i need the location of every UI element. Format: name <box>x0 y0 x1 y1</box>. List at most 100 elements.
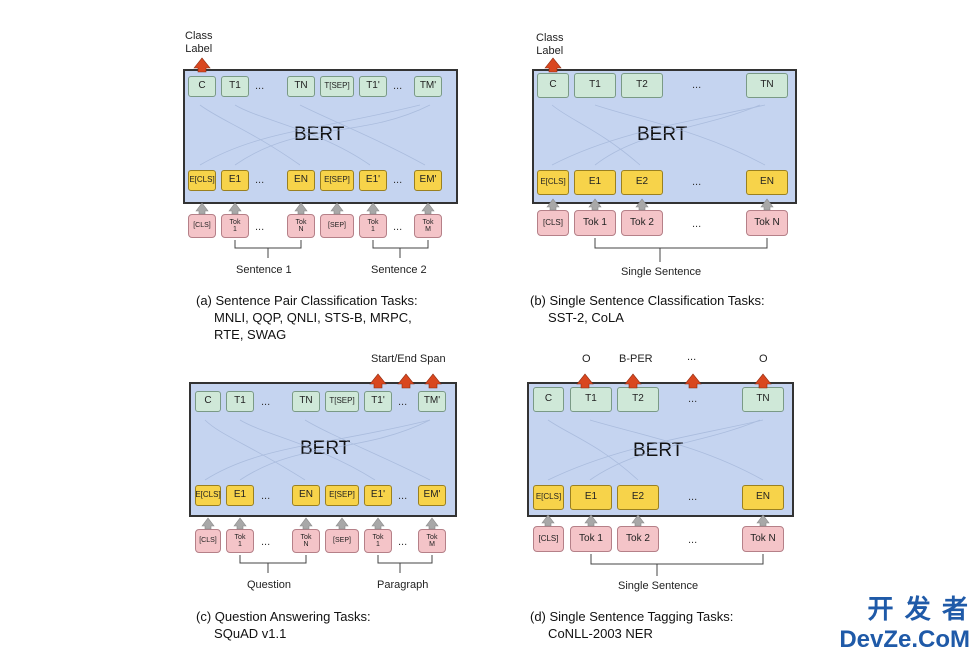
segment-label: Single Sentence <box>621 266 702 278</box>
output-t2: T2 <box>617 387 659 412</box>
input-arrows <box>195 198 774 530</box>
embedding-e2: E2 <box>617 485 659 510</box>
embedding-e1: E1 <box>574 170 616 195</box>
ellipsis: ... <box>398 490 408 502</box>
segment-brackets <box>234 238 768 576</box>
ellipsis: ... <box>255 221 265 233</box>
ellipsis: ... <box>261 490 271 502</box>
class-label: Class Label <box>185 30 213 55</box>
caption: (d) Single Sentence Tagging Tasks: CoNLL… <box>530 609 734 641</box>
caption: (a) Sentence Pair Classification Tasks: … <box>196 293 418 342</box>
token-sep: [SEP] <box>325 529 359 553</box>
embedding-cls: E[CLS] <box>195 485 221 506</box>
bert-label: BERT <box>637 124 688 145</box>
token: Tok N <box>292 529 320 553</box>
ellipsis: ... <box>255 80 265 92</box>
watermark-line-1: 开 发 者 <box>867 594 970 624</box>
embedding-e1-prime: E1' <box>364 485 392 506</box>
output-tn: TN <box>292 391 320 412</box>
ellipsis: ... <box>692 218 702 230</box>
embedding-sep: E[SEP] <box>320 170 354 191</box>
segment-label: Sentence 2 <box>371 264 427 276</box>
output-tm-prime: TM' <box>418 391 446 412</box>
output-t2: T2 <box>621 73 663 98</box>
embedding-cls: E[CLS] <box>188 170 216 191</box>
output-tsep: T[SEP] <box>320 76 354 97</box>
output-arrows <box>193 57 772 389</box>
tag-label: O <box>582 353 591 365</box>
embedding-en: EN <box>742 485 784 510</box>
embedding-cls: E[CLS] <box>537 170 569 195</box>
output-t1: T1 <box>226 391 254 412</box>
token: Tok 2 <box>621 210 663 236</box>
output-t1: T1 <box>221 76 249 97</box>
output-t1: T1 <box>574 73 616 98</box>
ellipsis: ... <box>398 396 408 408</box>
caption: (c) Question Answering Tasks: SQuAD v1.1 <box>196 609 371 641</box>
output-c: C <box>195 391 221 412</box>
ellipsis: ... <box>393 174 403 186</box>
embedding-em-prime: EM' <box>414 170 442 191</box>
token: Tok 1 <box>221 214 249 238</box>
ellipsis: ... <box>688 534 698 546</box>
output-tn: TN <box>287 76 315 97</box>
segment-label: Paragraph <box>377 579 429 591</box>
embedding-e1: E1 <box>221 170 249 191</box>
ellipsis: ... <box>393 80 403 92</box>
token: Tok 1 <box>574 210 616 236</box>
token-cls: [CLS] <box>195 529 221 553</box>
attention-lines <box>199 104 766 481</box>
ellipsis: ... <box>692 79 702 91</box>
ellipsis: ... <box>688 491 698 503</box>
span-label: Start/End Span <box>371 353 446 365</box>
token: Tok 1 <box>226 529 254 553</box>
ellipsis: ... <box>255 174 265 186</box>
token: Tok N <box>746 210 788 236</box>
token: Tok 1 <box>364 529 392 553</box>
output-tn: TN <box>746 73 788 98</box>
token: Tok M <box>418 529 446 553</box>
ellipsis: ... <box>261 396 271 408</box>
bert-label: BERT <box>633 440 684 461</box>
segment-label: Question <box>247 579 292 591</box>
embedding-e2: E2 <box>621 170 663 195</box>
output-t1-prime: T1' <box>364 391 392 412</box>
ellipsis: ... <box>688 393 698 405</box>
tag-label: O <box>759 353 768 365</box>
embedding-en: EN <box>746 170 788 195</box>
output-tm-prime: TM' <box>414 76 442 97</box>
token: Tok 1 <box>570 526 612 552</box>
token-cls: [CLS] <box>188 214 216 238</box>
segment-label: Sentence 1 <box>236 264 292 276</box>
ellipsis: ... <box>393 221 403 233</box>
embedding-sep: E[SEP] <box>325 485 359 506</box>
token: Tok 1 <box>359 214 387 238</box>
embedding-en: EN <box>292 485 320 506</box>
token: Tok M <box>414 214 442 238</box>
watermark-logo: 开 发 者 DevZe.CoM <box>839 589 970 654</box>
embedding-e1: E1 <box>570 485 612 510</box>
ellipsis: ... <box>398 536 408 548</box>
tag-label: B-PER <box>619 353 653 365</box>
output-c: C <box>537 73 569 98</box>
output-c: C <box>533 387 564 412</box>
token: Tok 2 <box>617 526 659 552</box>
token: Tok N <box>287 214 315 238</box>
segment-label: Single Sentence <box>618 580 699 592</box>
embedding-e1: E1 <box>226 485 254 506</box>
class-label: Class Label <box>536 32 564 57</box>
ellipsis: ... <box>692 176 702 188</box>
ellipsis: ... <box>261 536 271 548</box>
caption: (b) Single Sentence Classification Tasks… <box>530 293 765 325</box>
tag-label: ... <box>687 351 697 363</box>
output-t1-prime: T1' <box>359 76 387 97</box>
output-t1: T1 <box>570 387 612 412</box>
output-tsep: T[SEP] <box>325 391 359 412</box>
token-cls: [CLS] <box>533 526 564 552</box>
watermark-line-2: DevZe.CoM <box>839 626 970 653</box>
output-c: C <box>188 76 216 97</box>
token: Tok N <box>742 526 784 552</box>
token-cls: [CLS] <box>537 210 569 236</box>
embedding-en: EN <box>287 170 315 191</box>
